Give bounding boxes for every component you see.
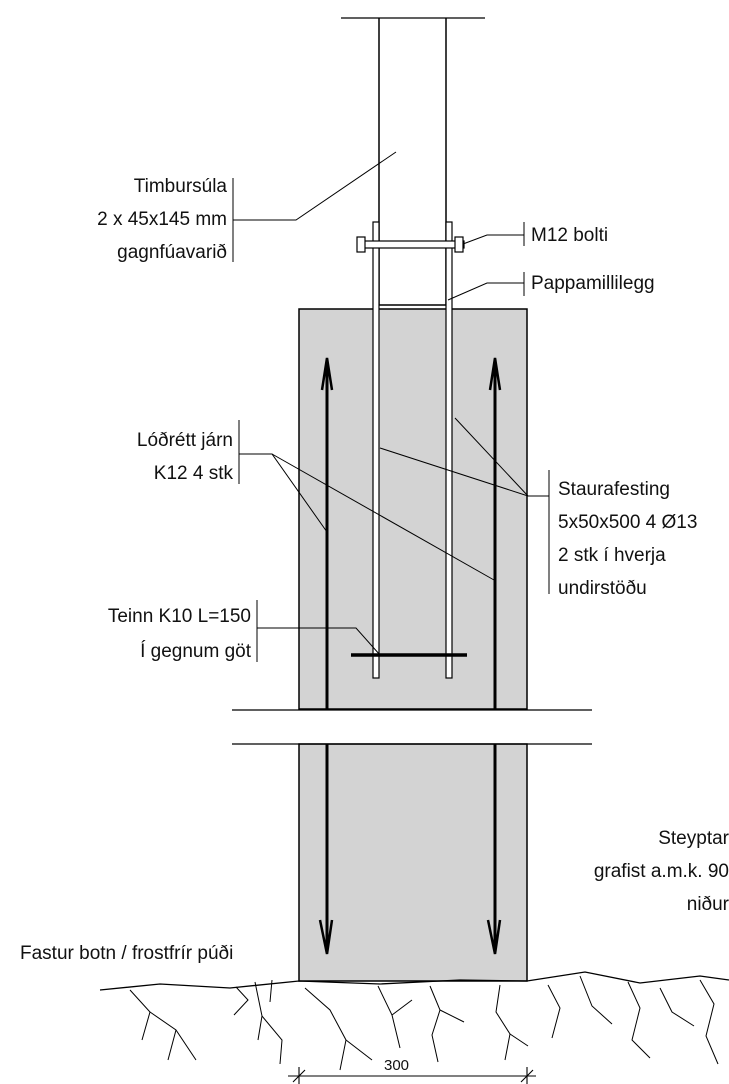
bracket-left <box>372 221 380 679</box>
label-paper-layer: Pappamillilegg <box>531 273 655 294</box>
label-pin-line-1: Teinn K10 L=150 <box>108 606 251 627</box>
leader-lines <box>232 151 550 662</box>
label-rebar-line-1: Lóðrétt járn <box>137 430 233 451</box>
label-embed-line-3: niður <box>687 894 729 915</box>
label-post-line-2: 2 x 45x145 mm <box>97 209 227 230</box>
label-rebar-line-2: K12 4 stk <box>154 463 234 484</box>
concrete-footing-lower <box>298 743 528 982</box>
label-bracket: Staurafesting 5x50x500 4 Ø13 2 stk í hve… <box>558 479 697 599</box>
label-bracket-line-4: undirstöðu <box>558 578 647 599</box>
rebar-left-hook-bottom <box>318 919 334 955</box>
label-m12-bolt: M12 bolti <box>531 225 608 246</box>
ground-line <box>99 971 729 991</box>
bracket-right <box>445 221 453 679</box>
bolt-nut-right <box>454 236 464 253</box>
label-rebar: Lóðrétt járn K12 4 stk <box>137 430 234 484</box>
label-embed-line-1: Steyptar <box>658 828 729 849</box>
label-post-line-1: Timbursúla <box>134 176 228 197</box>
label-base: Fastur botn / frostfrír púði <box>20 943 233 964</box>
rebar-left-hook-top <box>320 357 334 391</box>
concrete-footing-upper <box>298 308 528 710</box>
dimension-width <box>288 1067 536 1084</box>
bolt-shaft <box>357 240 465 249</box>
label-embed-line-2: grafist a.m.k. 90 <box>594 861 729 882</box>
rebar-right-hook-top <box>488 357 502 391</box>
label-post-line-3: gagnfúavarið <box>117 242 227 263</box>
label-bracket-line-1: Staurafesting <box>558 479 670 500</box>
label-pin: Teinn K10 L=150 Í gegnum göt <box>108 606 252 662</box>
label-pin-line-2: Í gegnum göt <box>140 641 252 662</box>
soil-cracks <box>129 975 719 1071</box>
label-bracket-line-3: 2 stk í hverja <box>558 545 666 566</box>
dimension-width-label: 300 <box>384 1057 409 1074</box>
rebar-right-hook-bottom <box>486 919 502 955</box>
label-embedment: Steyptar grafist a.m.k. 90 niður <box>594 828 729 915</box>
label-bracket-line-2: 5x50x500 4 Ø13 <box>558 512 697 533</box>
bolt-head-left <box>356 236 366 253</box>
label-timber-post: Timbursúla 2 x 45x145 mm gagnfúavarið <box>97 176 227 263</box>
